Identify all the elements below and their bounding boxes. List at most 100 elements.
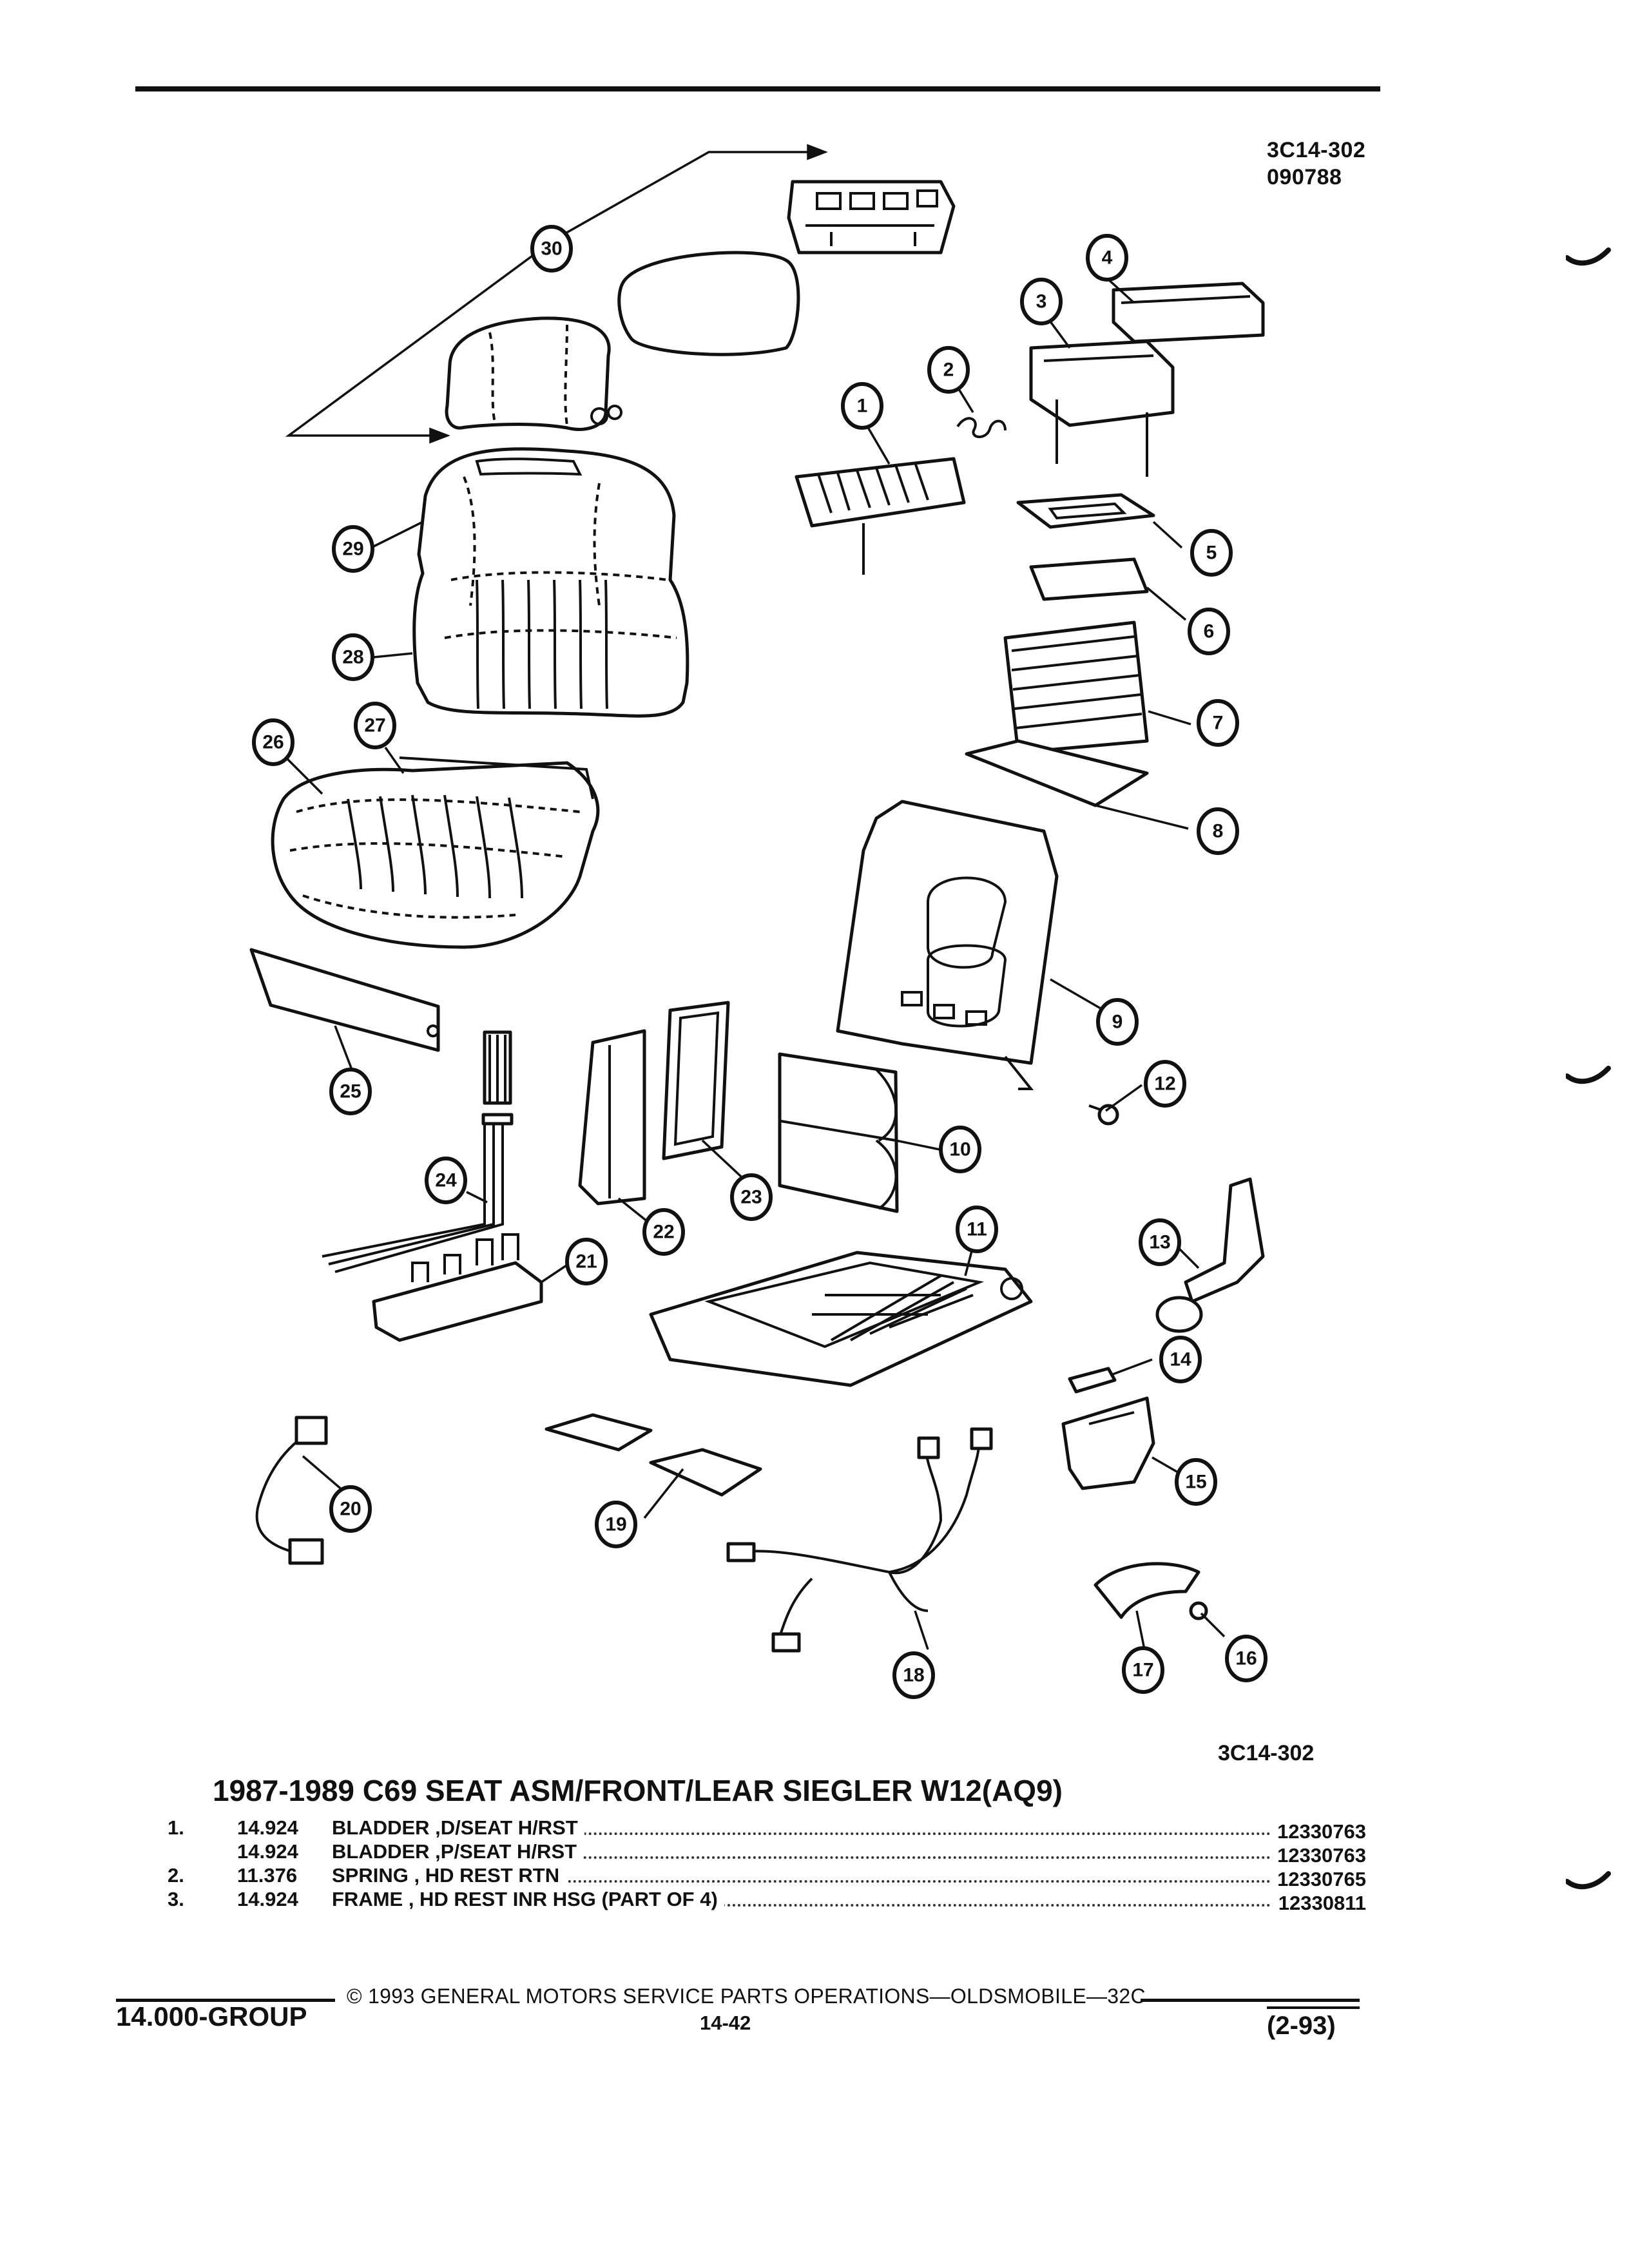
callout-circle bbox=[892, 1651, 935, 1699]
callout-7: 7 bbox=[1197, 699, 1239, 747]
callout-circle bbox=[530, 225, 573, 273]
callout-13: 13 bbox=[1139, 1218, 1181, 1266]
callout-number: 15 bbox=[1185, 1472, 1206, 1493]
part-inner-housing bbox=[1029, 340, 1175, 477]
part-bolt bbox=[1088, 1104, 1119, 1126]
part-switch-module bbox=[372, 1233, 543, 1342]
group-number: 14.924 bbox=[237, 1816, 298, 1839]
document-number: 090788 bbox=[1267, 165, 1342, 189]
part-lumbar-bladder bbox=[778, 1052, 899, 1213]
callout-circle bbox=[1139, 1218, 1181, 1266]
callout-circle bbox=[329, 1485, 372, 1533]
figure-code: 3C14-302 bbox=[1218, 1741, 1315, 1765]
callout-circle bbox=[927, 346, 970, 394]
callout-number: 12 bbox=[1154, 1073, 1175, 1095]
callout-number: 8 bbox=[1213, 821, 1224, 842]
parts-row: 1. 14.924 BLADDER ,D/SEAT H/RST 12330763 bbox=[168, 1816, 1366, 1843]
callout-26: 26 bbox=[252, 718, 294, 766]
group-number: 14.924 bbox=[237, 1840, 298, 1863]
part-head-restraint-housing bbox=[787, 180, 956, 255]
callout-circle bbox=[939, 1126, 981, 1173]
callout-circle bbox=[956, 1206, 998, 1253]
callout-circle bbox=[1096, 998, 1139, 1046]
part-outer-housing bbox=[1112, 282, 1265, 343]
callout-circle bbox=[595, 1501, 637, 1548]
part-number: 12330765 bbox=[1271, 1867, 1366, 1891]
callout-circle bbox=[329, 1068, 372, 1115]
leader-dots bbox=[332, 1842, 1276, 1859]
callout-29: 29 bbox=[332, 525, 374, 573]
parts-row: 14.924 BLADDER ,P/SEAT H/RST 12330763 bbox=[168, 1840, 1366, 1867]
part-spring bbox=[956, 417, 1007, 438]
callout-number: 28 bbox=[342, 647, 363, 668]
callout-circle bbox=[1197, 807, 1239, 855]
callout-5: 5 bbox=[1190, 529, 1233, 577]
part-head-restraint-bladder bbox=[795, 457, 966, 575]
part-clip bbox=[1068, 1367, 1117, 1394]
callout-circle bbox=[1188, 608, 1230, 655]
part-vent-cover bbox=[1003, 620, 1149, 754]
callout-number: 22 bbox=[653, 1222, 674, 1243]
footer-rule-right bbox=[1141, 1999, 1360, 2002]
binder-hole-mark bbox=[1566, 247, 1611, 265]
callout-number: 10 bbox=[949, 1139, 970, 1160]
part-seat-pan-frame bbox=[649, 1251, 1033, 1387]
callout-8: 8 bbox=[1197, 807, 1239, 855]
leader-dots bbox=[332, 1890, 1276, 1907]
callout-circle bbox=[354, 702, 396, 749]
part-recliner-lever bbox=[1155, 1177, 1265, 1333]
binder-hole-mark bbox=[1566, 1066, 1611, 1084]
callout-circle bbox=[1122, 1646, 1164, 1694]
part-description: FRAME , HD REST INR HSG (PART OF 4) bbox=[332, 1888, 724, 1910]
footer-rule-left bbox=[116, 1999, 335, 2002]
part-description: BLADDER ,P/SEAT H/RST bbox=[332, 1840, 584, 1863]
callout-circle bbox=[1175, 1458, 1217, 1506]
part-seat-cushion bbox=[271, 756, 600, 949]
callout-number: 9 bbox=[1112, 1012, 1123, 1033]
callout-22: 22 bbox=[642, 1208, 685, 1256]
callout-labels: 1234567891011121314151617181920212223242… bbox=[252, 225, 1268, 1699]
footer-copyright: © 1993 GENERAL MOTORS SERVICE PARTS OPER… bbox=[347, 1984, 1146, 2008]
callout-28: 28 bbox=[332, 633, 374, 681]
callout-circle bbox=[1197, 699, 1239, 747]
document-code: 3C14-302 bbox=[1267, 138, 1366, 162]
callout-number: 3 bbox=[1036, 291, 1047, 312]
callout-17: 17 bbox=[1122, 1646, 1164, 1694]
callout-number: 13 bbox=[1149, 1232, 1170, 1253]
callout-circle bbox=[1144, 1060, 1186, 1108]
callout-12: 12 bbox=[1144, 1060, 1186, 1108]
callout-number: 5 bbox=[1206, 543, 1217, 564]
part-description: BLADDER ,D/SEAT H/RST bbox=[332, 1816, 584, 1839]
callout-2: 2 bbox=[927, 346, 970, 394]
callout-16: 16 bbox=[1225, 1635, 1268, 1682]
callout-number: 20 bbox=[340, 1499, 361, 1520]
callout-10: 10 bbox=[939, 1126, 981, 1173]
part-air-tubes bbox=[322, 1030, 514, 1273]
callout-circle bbox=[1020, 278, 1063, 325]
callout-19: 19 bbox=[595, 1501, 637, 1548]
callout-number: 29 bbox=[342, 539, 363, 560]
callout-24: 24 bbox=[425, 1157, 467, 1204]
callout-1: 1 bbox=[841, 382, 883, 430]
callout-circle bbox=[642, 1208, 685, 1256]
callout-15: 15 bbox=[1175, 1458, 1217, 1506]
part-side-trim-panel bbox=[249, 948, 440, 1052]
part-description: SPRING , HD REST RTN bbox=[332, 1864, 566, 1887]
callout-25: 25 bbox=[329, 1068, 372, 1115]
callout-11: 11 bbox=[956, 1206, 998, 1253]
part-number: 12330763 bbox=[1271, 1820, 1366, 1843]
binder-hole-mark bbox=[1566, 1871, 1611, 1889]
footer-date: (2-93) bbox=[1267, 2012, 1336, 2040]
group-number: 11.376 bbox=[237, 1864, 298, 1887]
callout-number: 17 bbox=[1132, 1660, 1153, 1681]
callout-27: 27 bbox=[354, 702, 396, 749]
callout-circle bbox=[332, 633, 374, 681]
assembly-arrows bbox=[285, 144, 828, 444]
callout-circle bbox=[1225, 1635, 1268, 1682]
callout-circle bbox=[565, 1238, 608, 1285]
footer-group: 14.000-GROUP bbox=[116, 2001, 307, 2032]
callout-circle bbox=[1159, 1336, 1202, 1383]
callout-number: 26 bbox=[262, 732, 284, 753]
callout-number: 14 bbox=[1170, 1349, 1191, 1370]
callout-18: 18 bbox=[892, 1651, 935, 1699]
